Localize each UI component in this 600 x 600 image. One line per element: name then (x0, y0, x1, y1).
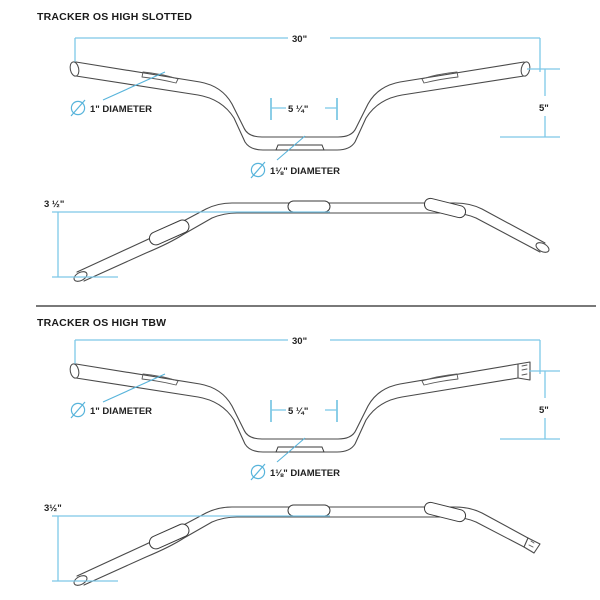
center-wiring-slot (275, 144, 325, 151)
left-grip-slot-detail (141, 71, 179, 84)
handlebar-front-view-tbw (69, 361, 531, 453)
dimension-rise-tbw: 5" (500, 370, 560, 440)
dimension-overall-width-slotted: 30" (74, 34, 541, 72)
dimension-pullback-tbw: 3½" (44, 503, 330, 582)
left-grip-slot-detail (141, 373, 179, 386)
left-grip-end-face (69, 61, 80, 77)
tbw-end-notches (521, 364, 528, 376)
right-grip-slot-detail (421, 71, 459, 84)
side-bottom-contour (83, 212, 541, 282)
tbw-notched-end-detail-side (523, 537, 541, 554)
side-center-wiring-slot (287, 200, 331, 213)
dimension-label-overall-width: 30" (292, 34, 307, 45)
callout-clamp-diameter-tbw: 1⅛" DIAMETER (250, 437, 340, 481)
panel-title-slotted: TRACKER OS HIGH SLOTTED (37, 11, 192, 23)
side-right-wiring-slot (423, 197, 467, 219)
callout-label-clamp-diameter: 1⅛" DIAMETER (270, 166, 340, 177)
leader-line (276, 135, 306, 161)
bar-top-contour (75, 363, 519, 440)
bar-top-contour (75, 61, 525, 138)
dimension-label-center-clamp: 5 ¼" (288, 104, 308, 115)
diameter-symbol-icon (250, 463, 266, 481)
panel-title-tbw: TRACKER OS HIGH TBW (37, 317, 166, 329)
diameter-symbol-icon (70, 401, 86, 419)
dimension-label-rise: 5" (539, 103, 549, 114)
callout-label-grip-diameter: 1" DIAMETER (90, 406, 152, 417)
tbw-end-body (523, 537, 541, 554)
side-right-end-face (535, 242, 550, 253)
dimension-label-rise: 5" (539, 405, 549, 416)
tbw-end-notches (526, 540, 535, 552)
tbw-notched-end-detail (517, 361, 531, 381)
callout-clamp-diameter-slotted: 1⅛" DIAMETER (250, 135, 340, 179)
diameter-symbol-icon (70, 99, 86, 117)
handlebar-side-view-tbw (73, 501, 541, 586)
leader-line (102, 373, 166, 403)
dimension-pullback-slotted: 3 ½" (44, 199, 330, 278)
dimension-label-center-clamp: 5 ¼" (288, 406, 308, 417)
dimension-label-pullback: 3½" (44, 503, 62, 514)
right-grip-end-face (520, 61, 531, 77)
callout-label-clamp-diameter: 1⅛" DIAMETER (270, 468, 340, 479)
dimension-label-pullback: 3 ½" (44, 199, 64, 210)
handlebar-front-view-slotted (69, 61, 531, 151)
handlebar-side-view-slotted (73, 197, 550, 282)
side-left-wiring-slot (148, 523, 190, 550)
callout-grip-diameter-slotted: 1" DIAMETER (70, 71, 166, 117)
dimension-label-overall-width: 30" (292, 336, 307, 347)
side-center-wiring-slot (287, 504, 331, 517)
center-wiring-slot (275, 446, 325, 453)
callout-grip-diameter-tbw: 1" DIAMETER (70, 373, 166, 419)
side-right-wiring-slot (423, 501, 467, 523)
dimension-center-clamp-tbw: 5 ¼" (270, 400, 338, 422)
callout-label-grip-diameter: 1" DIAMETER (90, 104, 152, 115)
side-left-wiring-slot (148, 219, 190, 246)
side-bottom-contour (83, 516, 525, 586)
leader-line (102, 71, 166, 101)
dimension-center-clamp-slotted: 5 ¼" (270, 98, 338, 120)
tbw-end-body (517, 361, 531, 381)
dimension-overall-width-tbw: 30" (74, 336, 541, 374)
leader-line (276, 437, 306, 463)
dimension-rise-slotted: 5" (500, 68, 560, 138)
left-grip-end-face (69, 363, 80, 379)
right-grip-slot-detail (421, 373, 459, 386)
diameter-symbol-icon (250, 161, 266, 179)
